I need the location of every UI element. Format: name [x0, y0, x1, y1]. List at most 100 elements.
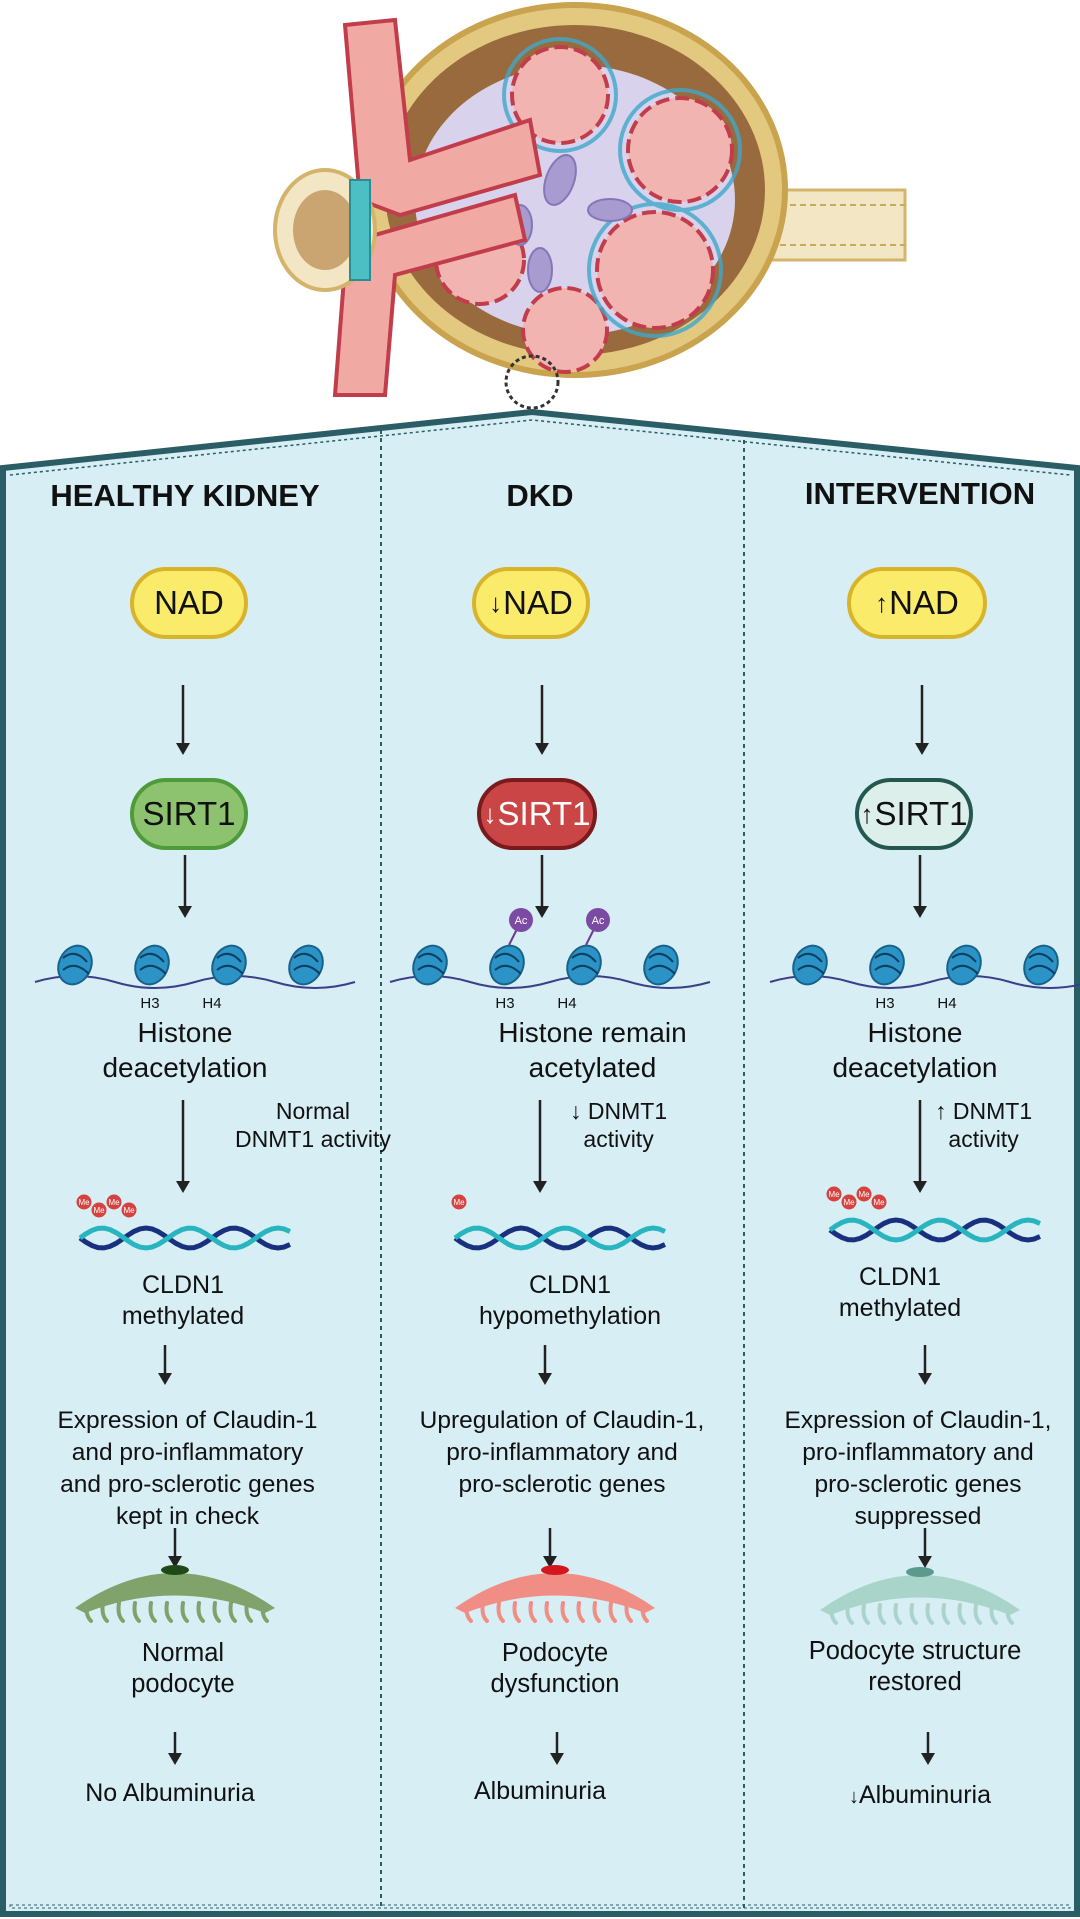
sirt1-label: SIRT1: [874, 795, 968, 832]
arrow-head: [535, 743, 549, 755]
albuminuria-change-arrow: ↓: [848, 1786, 859, 1808]
column-title: INTERVENTION: [804, 476, 1036, 511]
methyl-icon: [121, 1202, 137, 1218]
albuminuria-text: Albuminuria: [858, 1781, 991, 1809]
arrow-head: [158, 1373, 172, 1385]
sirt1-change-arrow: ↑: [860, 798, 874, 829]
methyl-icon: [856, 1186, 872, 1202]
albuminuria-outcome-label: ↓Albuminuria: [795, 1778, 1045, 1815]
column-title: DKD: [506, 478, 574, 513]
histone-label: H4: [202, 995, 221, 1012]
sirt1-change-arrow: ↓: [483, 798, 497, 829]
arrow-head: [921, 1753, 935, 1765]
methyl-icon: [826, 1186, 842, 1202]
dna-strand: [34, 975, 356, 989]
gene-expression-label: Upregulation of Claudin-1,pro-inflammato…: [419, 1407, 705, 1498]
arrow-head: [538, 1373, 552, 1385]
nucleosome-icon: [489, 944, 525, 986]
nucleosome-icon: [946, 944, 982, 986]
dna-helix-icon: [828, 1217, 1041, 1243]
nucleosome-icon: [869, 944, 905, 986]
nad-label: NAD: [889, 584, 959, 621]
nad-label: NAD: [154, 584, 224, 621]
nad-node: ↓NAD: [472, 567, 590, 639]
albuminuria-text: No Albuminuria: [85, 1779, 255, 1807]
podocyte-icon: [820, 1567, 1020, 1625]
nucleosome-icon: [566, 944, 602, 986]
methyl-label: Me: [828, 1190, 840, 1199]
arrow-head: [168, 1556, 182, 1568]
podocyte-icon: [455, 1565, 655, 1623]
methyl-label: Me: [873, 1198, 885, 1207]
sirt1-label: SIRT1: [142, 795, 236, 832]
nucleosome-icon: [57, 944, 93, 986]
methyl-label: Me: [108, 1198, 120, 1207]
nucleosome-icon: [792, 944, 828, 986]
histone-label: H3: [875, 995, 894, 1012]
arrow-head: [533, 1181, 547, 1193]
arrow-head: [535, 906, 549, 918]
arrow-head: [915, 743, 929, 755]
methyl-label: Me: [123, 1206, 135, 1215]
podocyte-icon: [75, 1565, 275, 1623]
arrow-head: [913, 1181, 927, 1193]
methyl-label: Me: [78, 1198, 90, 1207]
dna-helix-icon: [78, 1225, 291, 1251]
methyl-label: Me: [843, 1198, 855, 1207]
dnmt1-change-arrow: ↑: [935, 1098, 953, 1124]
arrow-head: [176, 743, 190, 755]
acetyl-icon: [509, 908, 533, 932]
nucleosome-icon: [1023, 944, 1059, 986]
acetyl-label: Ac: [592, 915, 605, 927]
glomerulus-illustration: [273, 2, 907, 410]
arrow-head: [176, 1181, 190, 1193]
sirt1-label: SIRT1: [497, 795, 591, 832]
histone-label: H3: [140, 995, 159, 1012]
methyl-label: Me: [453, 1198, 465, 1207]
histone-label: H4: [937, 995, 956, 1012]
arrow-head: [913, 906, 927, 918]
dna-helix-icon: [453, 1225, 666, 1251]
gene-expression-label: Expression of Claudin-1,pro-inflammatory…: [784, 1407, 1052, 1530]
methyl-icon: [841, 1194, 857, 1210]
arrow-head: [550, 1753, 564, 1765]
methyl-icon: [76, 1194, 92, 1210]
nad-node: ↑NAD: [847, 567, 987, 639]
albuminuria-outcome-label: Albuminuria: [420, 1774, 660, 1809]
nucleosome-icon: [412, 944, 448, 986]
nucleosome-icon: [643, 944, 679, 986]
arrow-head: [168, 1753, 182, 1765]
methyl-label: Me: [93, 1206, 105, 1215]
column-title: HEALTHY KIDNEY: [50, 478, 320, 513]
arrow-head: [918, 1556, 932, 1568]
arrow-head: [918, 1373, 932, 1385]
histone-label: H3: [495, 995, 514, 1012]
albuminuria-outcome-label: No Albuminuria: [40, 1776, 300, 1811]
methyl-icon: [106, 1194, 122, 1210]
histone-label: H4: [557, 995, 576, 1012]
acetyl-label: Ac: [515, 915, 528, 927]
dnmt1-change-arrow: ↓: [570, 1098, 588, 1124]
dna-strand: [769, 975, 1080, 989]
acetyl-icon: [586, 908, 610, 932]
nad-change-arrow: ↓: [489, 587, 503, 618]
methyl-label: Me: [858, 1190, 870, 1199]
albuminuria-text: Albuminuria: [473, 1777, 606, 1805]
methyl-icon: [451, 1194, 467, 1210]
